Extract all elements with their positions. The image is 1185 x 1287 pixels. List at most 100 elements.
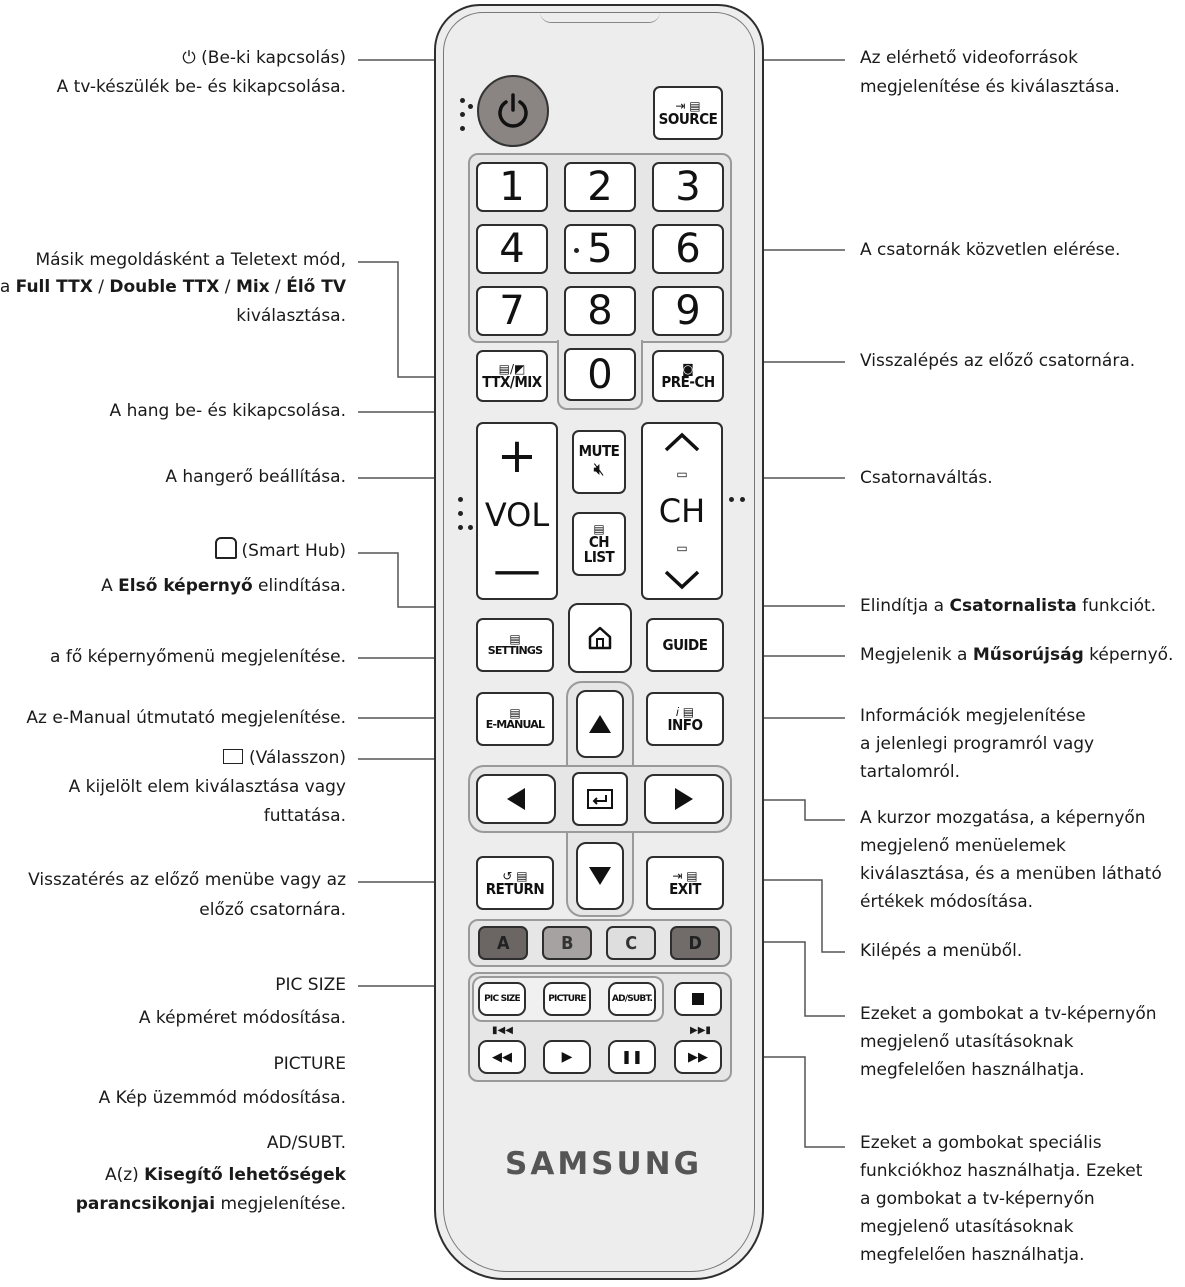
smarthub-label: (Smart Hub)	[214, 537, 346, 566]
digit-6-button[interactable]: 6	[652, 224, 724, 274]
stop-button[interactable]	[674, 982, 722, 1016]
digit-7-label: 7	[499, 288, 525, 334]
digit-8-label: 8	[587, 288, 613, 334]
digit-0-button[interactable]: 0	[564, 348, 636, 401]
media-label-5: megfelelően használhatja.	[860, 1245, 1085, 1265]
select-desc-2: futtatása.	[263, 806, 346, 826]
fast-forward-button[interactable]: ▶▶	[674, 1040, 722, 1074]
cursor-label-1: A kurzor mozgatása, a képernyőn	[860, 808, 1146, 828]
power-icon	[498, 93, 528, 128]
channel-rocker[interactable]: ▭ CH ▭	[641, 422, 723, 600]
media-label-3: a gombokat a tv-képernyőn	[860, 1189, 1095, 1209]
digit-7-button[interactable]: 7	[476, 286, 548, 336]
braille-dot	[740, 497, 745, 502]
right-button[interactable]	[644, 774, 724, 824]
info-label-3: tartalomról.	[860, 762, 960, 782]
info-button[interactable]: 𝑖 ▤ INFO	[646, 692, 724, 746]
color-label-2: megjelenő utasításoknak	[860, 1032, 1074, 1052]
exit-icon: ⇥ ▤	[672, 868, 698, 883]
prech-label: PRE-CH	[661, 372, 715, 391]
emanual-label: Az e-Manual útmutató megjelenítése.	[26, 708, 346, 728]
home-button[interactable]	[568, 603, 632, 673]
home-icon	[214, 537, 237, 559]
teletext-modes: a Full TTX / Double TTX / Mix / Élő TV	[0, 277, 346, 297]
mute-button[interactable]: MUTE 🔇︎	[572, 430, 626, 494]
volume-rocker[interactable]: + VOL —	[476, 422, 558, 600]
braille-dot	[468, 104, 473, 109]
channel-up-small-icon: ▭	[676, 467, 688, 482]
digit-3-label: 3	[675, 164, 701, 210]
picture-desc: A Kép üzemmód módosítása.	[98, 1088, 346, 1108]
play-button[interactable]: ▶	[543, 1040, 591, 1074]
return-icon: ↺ ▤	[502, 868, 528, 883]
color-label-3: megfelelően használhatja.	[860, 1060, 1085, 1080]
settings-label: SETTINGS	[487, 644, 543, 657]
volume-up-icon: +	[496, 428, 538, 484]
next-track-icon: ▶▶▮	[690, 1025, 711, 1036]
pause-button[interactable]: ❚❚	[608, 1040, 656, 1074]
color-d-button[interactable]: D	[670, 926, 720, 960]
return-desc: előző csatornára.	[199, 900, 346, 920]
prech-icon: ◙	[682, 361, 694, 376]
digit-4-button[interactable]: 4	[476, 224, 548, 274]
ttx-mix-label: TTX/MIX	[482, 372, 542, 391]
prech-button[interactable]: ◙ PRE-CH	[652, 350, 724, 402]
info-icon: 𝑖 ▤	[675, 704, 695, 719]
rewind-button[interactable]: ◀◀	[478, 1040, 526, 1074]
up-arrow-icon	[589, 715, 611, 733]
braille-dot	[729, 497, 734, 502]
braille-dot	[458, 511, 463, 516]
picsize-button[interactable]: PIC SIZE	[478, 982, 526, 1016]
cursor-label-2: megjelenő menüelemek	[860, 836, 1066, 856]
digit-2-button[interactable]: 2	[564, 162, 636, 212]
prech-label: Visszalépés az előző csatornára.	[860, 351, 1136, 371]
color-a-label: A	[496, 932, 510, 954]
digit-3-button[interactable]: 3	[652, 162, 724, 212]
exit-button[interactable]: ⇥ ▤ EXIT	[646, 856, 724, 910]
left-button[interactable]	[476, 774, 556, 824]
guide-button[interactable]: GUIDE	[646, 618, 724, 672]
digit-9-button[interactable]: 9	[652, 286, 724, 336]
digit-4-label: 4	[499, 226, 525, 272]
digit-1-button[interactable]: 1	[476, 162, 548, 212]
adsubt-button[interactable]: AD/SUBT.	[608, 982, 656, 1016]
return-button[interactable]: ↺ ▤ RETURN	[476, 856, 554, 910]
source-label-1: Az elérhető videoforrások	[860, 48, 1079, 68]
mute-label: A hang be- és kikapcsolása.	[109, 401, 346, 421]
samsung-logo: SAMSUNG	[505, 1146, 703, 1182]
ttx-mix-button[interactable]: ▤/◩ TTX/MIX	[476, 350, 548, 402]
channels-label: A csatornák közvetlen elérése.	[860, 240, 1121, 260]
emanual-button[interactable]: ▤ E-MANUAL	[476, 692, 554, 746]
digit-8-button[interactable]: 8	[564, 286, 636, 336]
select-desc-1: A kijelölt elem kiválasztása vagy	[68, 777, 346, 797]
chlist-label-1: CH	[588, 533, 610, 551]
play-icon: ▶	[561, 1049, 573, 1065]
picture-button[interactable]: PICTURE	[543, 982, 591, 1016]
settings-icon: ▤	[509, 632, 521, 646]
info-label: INFO	[667, 715, 703, 734]
color-a-button[interactable]: A	[478, 926, 528, 960]
exit-label: EXIT	[669, 879, 701, 898]
media-label-2: funkciókhoz használhatja. Ezeket	[860, 1161, 1143, 1181]
settings-button[interactable]: ▤ SETTINGS	[476, 618, 554, 672]
digit-5-button[interactable]: 5	[564, 224, 636, 274]
stop-icon	[692, 993, 704, 1005]
braille-dot	[458, 525, 463, 530]
fast-forward-icon: ▶▶	[688, 1049, 708, 1065]
color-c-button[interactable]: C	[606, 926, 656, 960]
adsubt-label: AD/SUBT.	[266, 1133, 346, 1153]
volume-label-text: VOL	[484, 496, 550, 534]
settings-label: a fő képernyőmenü megjelenítése.	[50, 647, 346, 667]
select-label: (Válasszon)	[223, 744, 346, 773]
down-arrow-icon	[589, 867, 611, 885]
media-label-4: megjelenő utasításoknak	[860, 1217, 1074, 1237]
mute-speaker-icon: 🔇︎	[593, 459, 605, 480]
power-button[interactable]	[477, 75, 549, 147]
up-button[interactable]	[576, 690, 624, 758]
source-button[interactable]: ⇥ ▤ SOURCE	[653, 86, 723, 140]
down-button[interactable]	[576, 842, 624, 910]
color-b-button[interactable]: B	[542, 926, 592, 960]
select-button[interactable]	[572, 772, 628, 826]
channel-list-button[interactable]: ▤ CH LIST	[572, 512, 626, 576]
mute-label: MUTE	[578, 442, 620, 460]
